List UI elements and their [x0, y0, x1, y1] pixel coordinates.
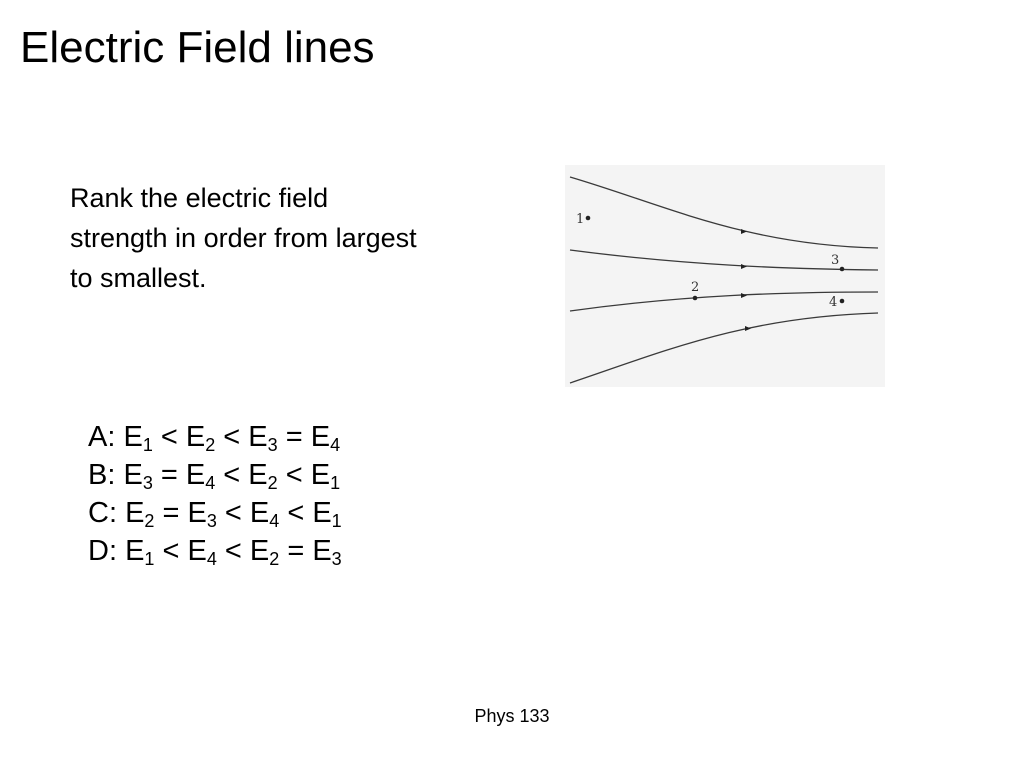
option-term: < E — [152, 421, 206, 453]
point-4-dot — [839, 298, 845, 304]
option-term: < E — [216, 535, 270, 567]
option-term: = E — [279, 535, 332, 567]
option-term: < E — [215, 459, 268, 491]
option-subscript: 1 — [330, 473, 341, 493]
option-term: E — [125, 497, 145, 529]
option-subscript: 3 — [267, 435, 278, 455]
point-label-1: 1 — [576, 212, 584, 227]
option-subscript: 3 — [142, 473, 153, 493]
option-d: D: E1 < E4 < E2 = E3 — [88, 532, 342, 570]
field-line-4 — [569, 312, 879, 384]
question-line: Rank the electric field — [70, 183, 329, 213]
option-subscript: 1 — [144, 549, 155, 569]
option-subscript: 4 — [330, 435, 341, 455]
option-term: < E — [277, 459, 331, 491]
option-subscript: 2 — [144, 511, 155, 531]
point-2-dot — [692, 295, 698, 301]
answer-options: A: E1 < E2 < E3 = E4 B: E3 = E4 < E2 < E… — [88, 418, 342, 570]
option-subscript: 3 — [206, 511, 217, 531]
option-subscript: 2 — [205, 435, 216, 455]
option-subscript: 4 — [269, 511, 280, 531]
option-subscript: 2 — [267, 473, 278, 493]
option-subscript: 1 — [331, 511, 342, 531]
option-label: A: — [88, 421, 124, 453]
field-arrow — [741, 229, 747, 234]
option-subscript: 1 — [142, 435, 153, 455]
field-arrow — [741, 293, 747, 298]
field-line-3 — [569, 291, 879, 312]
field-lines-svg: 1 2 3 4 — [569, 176, 879, 384]
option-label: B: — [88, 459, 124, 491]
option-term: < E — [216, 497, 270, 529]
point-label-3: 3 — [831, 253, 839, 268]
option-subscript: 3 — [331, 549, 342, 569]
option-term: = E — [277, 421, 331, 453]
option-term: < E — [215, 421, 268, 453]
option-term: E — [123, 459, 143, 491]
option-a: A: E1 < E2 < E3 = E4 — [88, 418, 342, 456]
question-line: to smallest. — [70, 263, 207, 293]
slide-title: Electric Field lines — [20, 23, 375, 72]
option-b: B: E3 = E4 < E2 < E1 — [88, 456, 342, 494]
option-label: C: — [88, 497, 126, 529]
slide-footer: Phys 133 — [474, 706, 550, 726]
option-label: D: — [88, 535, 126, 567]
option-term: < E — [279, 497, 332, 529]
option-subscript: 4 — [205, 473, 216, 493]
field-arrow — [745, 326, 751, 331]
option-term: < E — [154, 535, 207, 567]
option-term: E — [125, 535, 145, 567]
question-text: Rank the electric field strength in orde… — [70, 178, 520, 298]
point-label-4: 4 — [829, 295, 837, 310]
point-3-dot — [839, 266, 845, 272]
option-term: = E — [152, 459, 206, 491]
point-label-2: 2 — [691, 280, 699, 295]
field-line-1 — [569, 176, 879, 249]
option-term: = E — [154, 497, 207, 529]
point-1-dot — [585, 215, 591, 221]
option-term: E — [123, 421, 143, 453]
option-subscript: 4 — [206, 549, 217, 569]
question-line: strength in order from largest — [70, 223, 417, 253]
field-lines-diagram: 1 2 3 4 — [565, 165, 885, 387]
option-c: C: E2 = E3 < E4 < E1 — [88, 494, 342, 532]
field-arrow — [741, 264, 747, 269]
option-subscript: 2 — [269, 549, 280, 569]
